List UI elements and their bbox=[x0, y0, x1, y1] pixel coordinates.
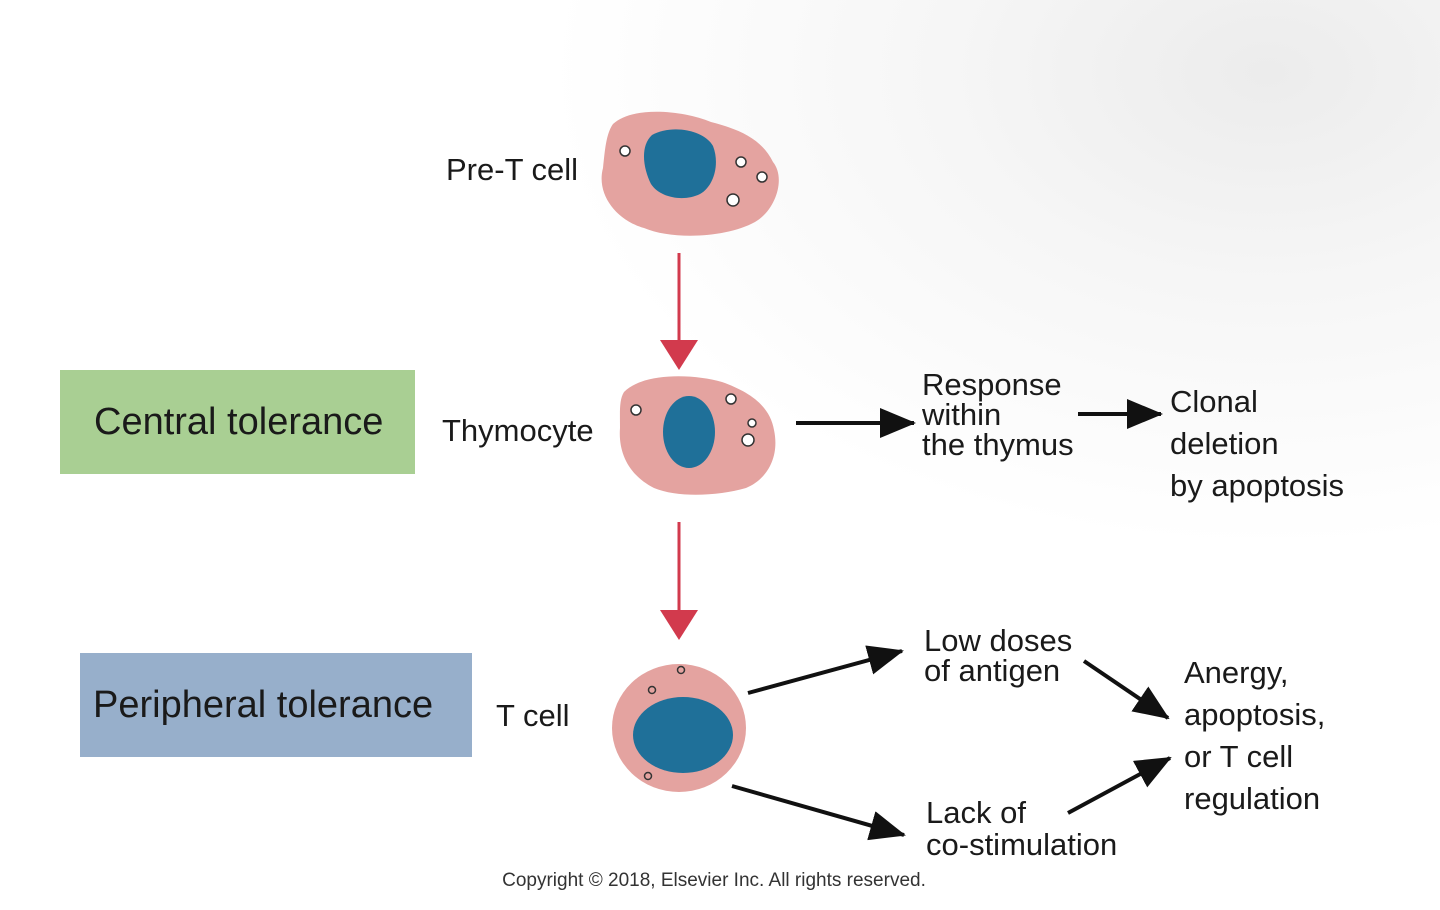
peripheral-tolerance-box: Peripheral tolerance bbox=[80, 653, 472, 757]
central-tolerance-box: Central tolerance bbox=[60, 370, 415, 474]
low-dose-to-outcome-arrow bbox=[1082, 659, 1170, 720]
t-cell-icon bbox=[612, 664, 746, 792]
response-line: Response bbox=[922, 367, 1062, 402]
peripheral-tolerance-label: Peripheral tolerance bbox=[93, 683, 434, 726]
t-cell-to-low-dose-arrow bbox=[747, 645, 904, 695]
central-tolerance-label: Central tolerance bbox=[94, 400, 384, 443]
pre-t-cell-icon bbox=[601, 111, 779, 236]
response-line: within bbox=[922, 397, 1002, 432]
low-dose-line: of antigen bbox=[924, 653, 1061, 688]
lack-line: co-stimulation bbox=[926, 827, 1118, 862]
lack-of-costimulation-text: Lack of co-stimulation bbox=[926, 797, 1117, 861]
pre-t-to-thymocyte-arrow bbox=[660, 253, 698, 370]
lack-line: Lack of bbox=[926, 795, 1026, 830]
low-doses-text: Low doses of antigen bbox=[924, 623, 1073, 688]
lack-to-outcome-arrow bbox=[1067, 756, 1172, 815]
outcome-line: or T cell bbox=[1184, 739, 1294, 774]
outcome-line: regulation bbox=[1184, 781, 1321, 816]
outcome-line: apoptosis, bbox=[1184, 697, 1326, 732]
pre-t-cell-label: Pre-T cell bbox=[446, 152, 579, 187]
t-cell-to-lack-arrow bbox=[731, 784, 906, 841]
thymocyte-to-t-cell-arrow bbox=[660, 522, 698, 640]
clonal-deletion-text: Clonal deletion by apoptosis bbox=[1170, 381, 1344, 507]
outcome-line: Anergy, bbox=[1184, 655, 1289, 690]
thymocyte-icon bbox=[619, 376, 776, 495]
deletion-line: Clonal bbox=[1170, 384, 1258, 419]
copyright-notice: Copyright © 2018, Elsevier Inc. All righ… bbox=[502, 870, 926, 891]
t-cell-label: T cell bbox=[496, 698, 570, 733]
anergy-outcome-text: Anergy, apoptosis, or T cell regulation bbox=[1184, 652, 1325, 820]
response-line: the thymus bbox=[922, 427, 1074, 462]
low-dose-line: Low doses bbox=[924, 623, 1073, 658]
deletion-line: by apoptosis bbox=[1170, 468, 1345, 503]
thymocyte-label: Thymocyte bbox=[442, 413, 594, 448]
response-within-thymus-text: Response within the thymus bbox=[922, 367, 1074, 462]
deletion-line: deletion bbox=[1170, 426, 1279, 461]
